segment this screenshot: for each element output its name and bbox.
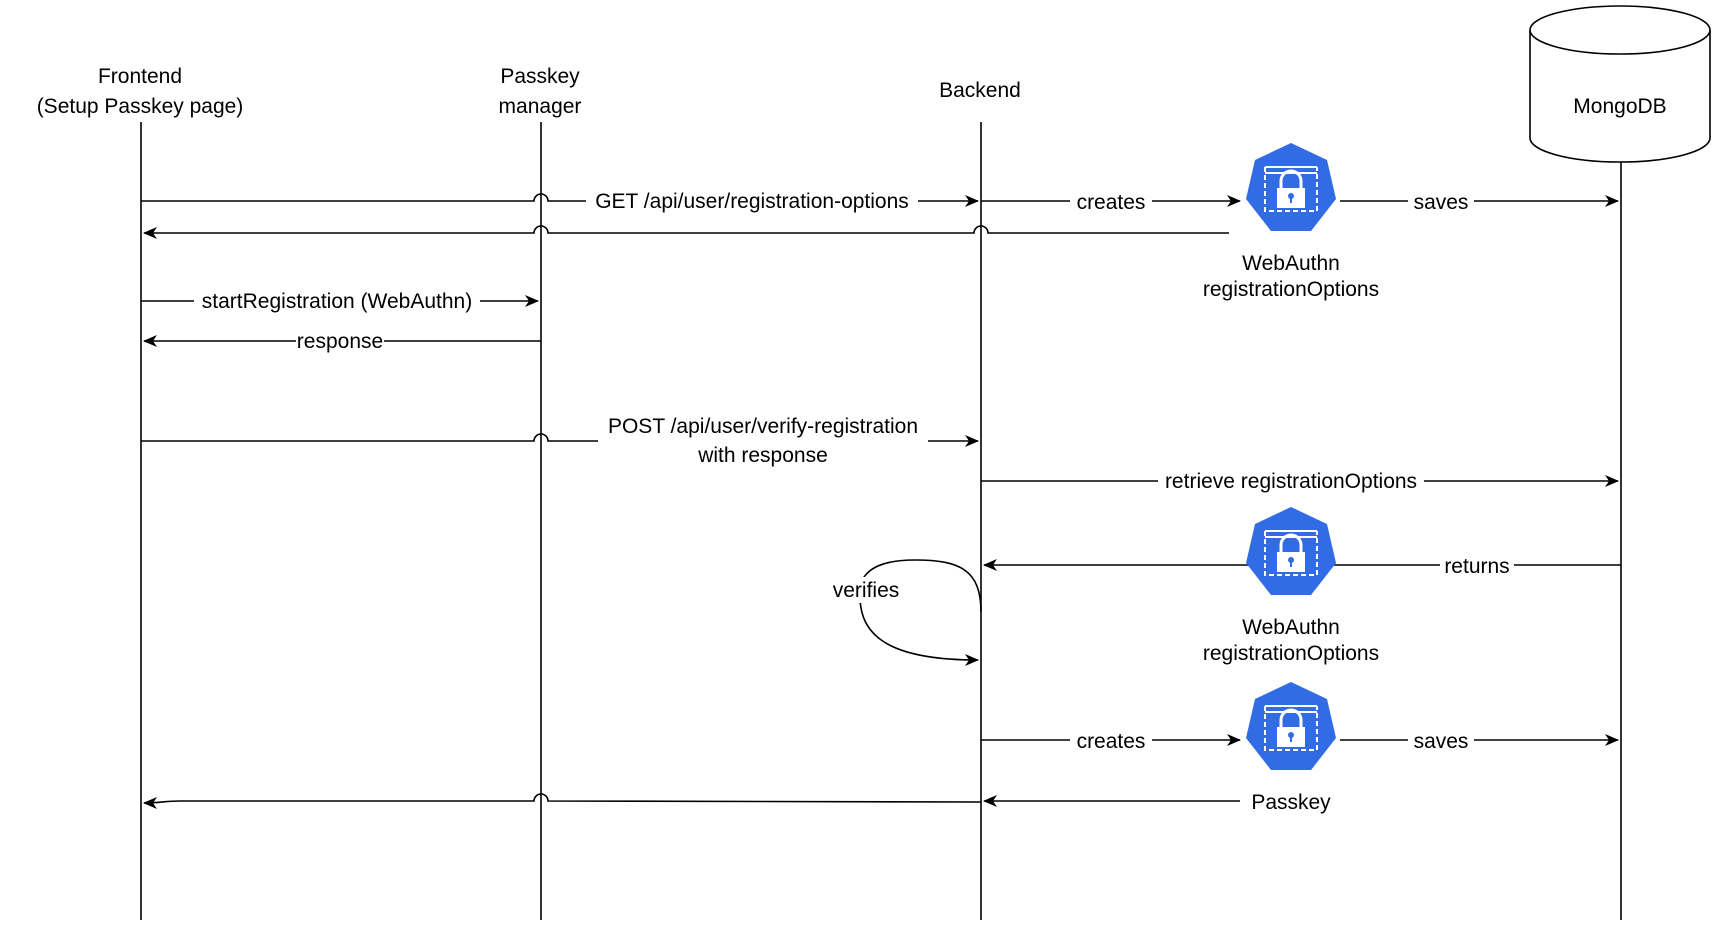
label-returns: returns: [1444, 555, 1509, 578]
label-verifies: verifies: [833, 579, 900, 602]
passkey-lock-icon: [1244, 680, 1338, 772]
arrow-get-options: [141, 193, 979, 207]
webauthn-options-2-subtitle: registrationOptions: [1203, 642, 1379, 665]
mongodb-title: MongoDB: [1573, 95, 1666, 118]
label-post-verify-line1: POST /api/user/verify-registration: [608, 415, 918, 438]
backend-title: Backend: [939, 79, 1021, 102]
passkey-manager-title: Passkey: [500, 65, 580, 88]
label-creates-2: creates: [1077, 730, 1146, 753]
arrow-post-verify: [141, 433, 979, 447]
passkey-label: Passkey: [1251, 791, 1331, 814]
label-response: response: [297, 330, 383, 353]
label-saves-2: saves: [1414, 730, 1469, 753]
frontend-title: Frontend: [98, 65, 182, 88]
passkey-manager-subtitle: manager: [499, 95, 582, 118]
label-creates-1: creates: [1077, 191, 1146, 214]
label-retrieve: retrieve registrationOptions: [1165, 470, 1417, 493]
arrow-backend-to-frontend: [143, 793, 982, 809]
arrow-verifies-loop: [858, 559, 982, 666]
label-saves-1: saves: [1414, 191, 1469, 214]
webauthn-options-1-title: WebAuthn: [1242, 252, 1340, 275]
arrow-return-options: [143, 225, 1229, 239]
webauthn-options-2-title: WebAuthn: [1242, 616, 1340, 639]
webauthn-options-1-lock-icon: [1244, 141, 1338, 233]
label-start-registration: startRegistration (WebAuthn): [202, 290, 472, 313]
webauthn-options-1-subtitle: registrationOptions: [1203, 278, 1379, 301]
mongodb-database-icon: [1529, 5, 1711, 163]
label-post-verify-line2: with response: [697, 444, 828, 467]
webauthn-options-2-lock-icon: [1244, 505, 1338, 597]
frontend-subtitle: (Setup Passkey page): [37, 95, 244, 118]
label-get-options: GET /api/user/registration-options: [595, 190, 909, 213]
